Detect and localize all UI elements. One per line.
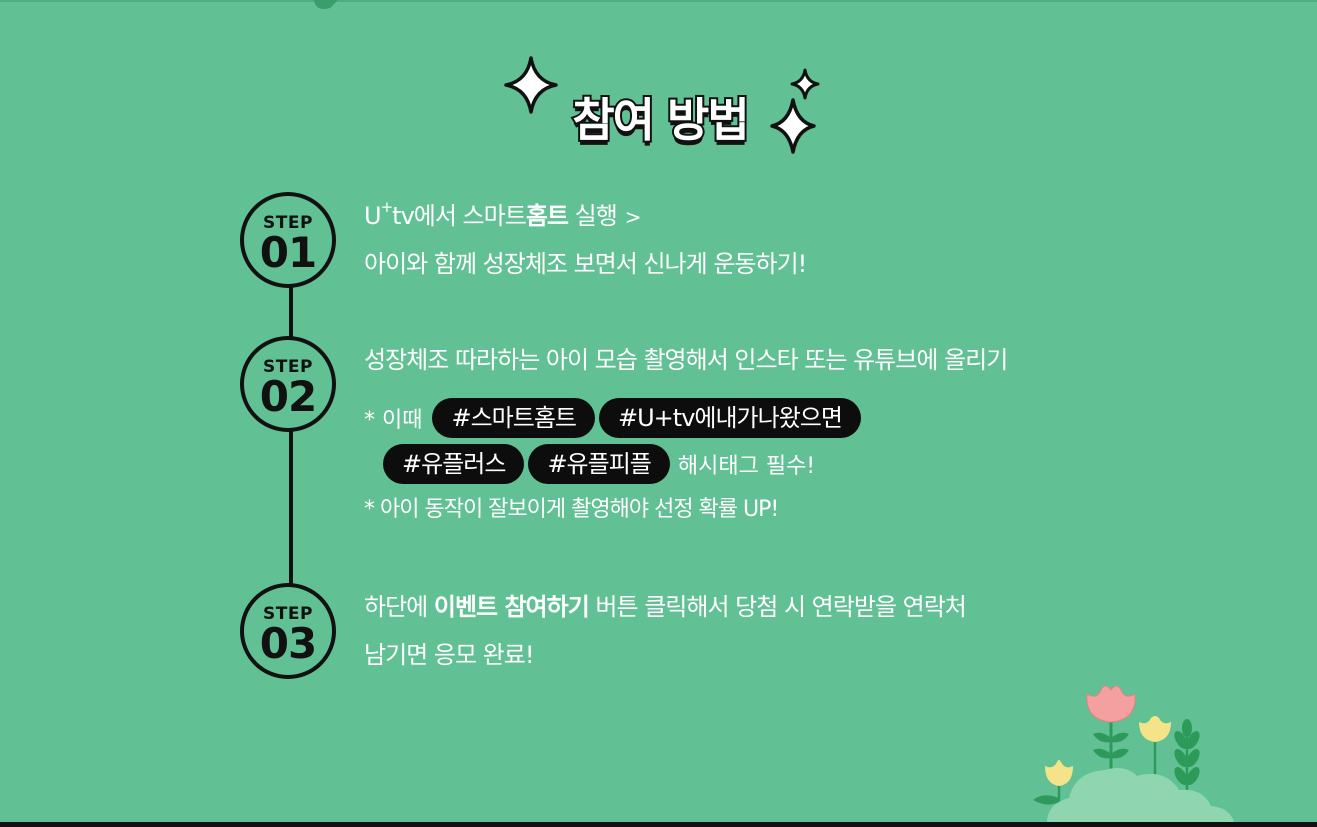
small-sparkle-icon xyxy=(790,68,820,100)
flower-garden-illustration xyxy=(1033,685,1235,827)
step-01-line-1: U+tv에서 스마트홈트 실행> xyxy=(364,198,642,235)
hashtag-row-1: * 이때 #스마트홈트 #U+tv에내가나왔으면 xyxy=(364,396,865,440)
tv-text: tv에서 스마트 xyxy=(392,202,527,230)
step-number: 03 xyxy=(259,619,317,668)
home-training-bold: 홈트 xyxy=(525,202,569,230)
hashtag-row-2: #유플러스 #유플피플 해시태그 필수! xyxy=(383,442,815,486)
u-text: U xyxy=(364,202,382,230)
leaf-decoration-icon xyxy=(314,0,338,9)
section-title-block: 참여 방법 xyxy=(500,52,830,164)
step-03-line-1: 하단에 이벤트 참여하기 버튼 클릭해서 당첨 시 연락받을 연락처 xyxy=(364,591,967,623)
step-label: STEP xyxy=(263,357,313,377)
step-number: 02 xyxy=(259,372,317,421)
hashtag-utv: #U+tv에내가나왔으면 xyxy=(599,398,861,438)
step-02-badge: STEP 02 xyxy=(240,336,336,432)
step-03-post: 버튼 클릭해서 당첨 시 연락받을 연락처 xyxy=(588,593,966,621)
note-prefix: * 이때 xyxy=(364,408,423,433)
sparkle-icon xyxy=(504,56,558,114)
step-01-line-2: 아이와 함께 성장체조 보면서 신나게 운동하기! xyxy=(364,250,807,278)
hashtag-required-text: 해시태그 필수! xyxy=(677,454,816,479)
chevron-right-icon[interactable]: > xyxy=(624,205,642,229)
step-number: 01 xyxy=(259,228,317,277)
step-03-line-2: 남기면 응모 완료! xyxy=(364,641,534,669)
timeline-connector xyxy=(289,240,293,640)
hashtag-uplus: #유플러스 xyxy=(383,444,525,484)
step-label: STEP xyxy=(263,604,313,624)
hashtag-smart-home: #스마트홈트 xyxy=(432,398,595,438)
event-join-bold: 이벤트 참여하기 xyxy=(433,593,590,621)
flower-icon xyxy=(1033,760,1073,808)
step-02-line-1: 성장체조 따라하는 아이 모습 촬영해서 인스타 또는 유튜브에 올리기 xyxy=(364,346,1008,374)
hashtag-upeople: #유플피플 xyxy=(528,444,670,484)
plus-superscript: + xyxy=(380,198,394,216)
step-03-pre: 하단에 xyxy=(364,593,434,621)
step-02-note-2: * 아이 동작이 잘보이게 촬영해야 선정 확률 UP! xyxy=(364,497,779,522)
step-label: STEP xyxy=(263,213,313,233)
page-title: 참여 방법 xyxy=(570,91,751,149)
top-divider xyxy=(0,0,1317,2)
flower-icon xyxy=(1086,685,1136,780)
step-03-badge: STEP 03 xyxy=(240,583,336,679)
sparkle-icon xyxy=(770,98,816,154)
bottom-bar xyxy=(0,822,1317,827)
run-text: 실행 xyxy=(567,202,618,230)
step-01-badge: STEP 01 xyxy=(240,192,336,288)
leaf-icon xyxy=(1174,719,1200,796)
